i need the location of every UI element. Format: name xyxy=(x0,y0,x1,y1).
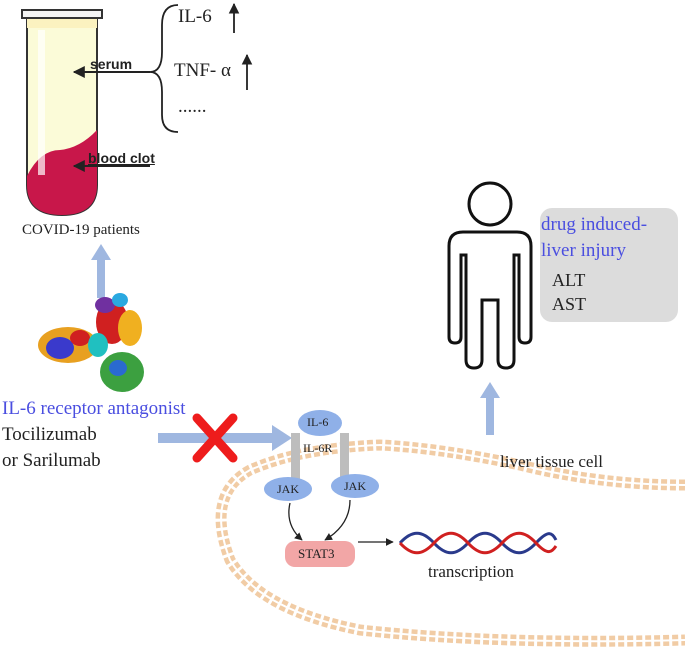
jak-right-label: JAK xyxy=(344,479,367,493)
jak-right xyxy=(331,474,379,498)
test-tube xyxy=(21,9,103,217)
liver-cell-label: liver tissue cell xyxy=(500,452,603,471)
il6-ligand-label: IL-6 xyxy=(307,415,329,429)
drug-tocilizumab: Tocilizumab xyxy=(2,424,97,445)
liver-injury-panel xyxy=(540,208,678,322)
ast-label: AST xyxy=(552,294,587,314)
alt-label: ALT xyxy=(552,270,586,290)
transcription-label: transcription xyxy=(428,562,514,581)
receptor-bar-left xyxy=(291,433,300,488)
brace xyxy=(149,4,179,133)
jak-left-to-stat3-arrow xyxy=(288,502,303,541)
stat3-label: STAT3 xyxy=(298,546,335,561)
covid-caption: COVID-19 patients xyxy=(22,222,140,238)
antagonist-title: IL-6 receptor antagonist xyxy=(2,398,186,419)
arrow-antibody-to-tube xyxy=(91,244,111,298)
drug-sarilumab: or Sarilumab xyxy=(2,450,101,471)
serum-label: serum xyxy=(90,56,133,72)
jak-left xyxy=(264,477,312,501)
arrow-cell-to-person xyxy=(480,382,500,435)
injury-title-line1: drug induced- xyxy=(541,214,648,235)
receptor-bar-right xyxy=(340,433,349,488)
injury-title-line2: liver injury xyxy=(541,240,626,261)
block-x-icon xyxy=(192,413,238,463)
il6-ligand xyxy=(298,410,342,436)
marker-tnf: TNF- α xyxy=(174,60,231,81)
il6r-label: IL-6R xyxy=(303,441,333,455)
blood-clot-label: blood clot xyxy=(88,150,155,166)
marker-more: ...... xyxy=(178,96,207,117)
person-icon xyxy=(447,181,533,370)
cell-membrane xyxy=(215,439,685,647)
stat3-box xyxy=(285,541,355,567)
jak-right-to-stat3-arrow xyxy=(324,499,351,541)
marker-il6: IL-6 xyxy=(178,6,212,27)
antibody-molecule-icon xyxy=(38,293,144,392)
dna-helix-icon xyxy=(398,531,558,555)
jak-left-label: JAK xyxy=(277,482,300,496)
